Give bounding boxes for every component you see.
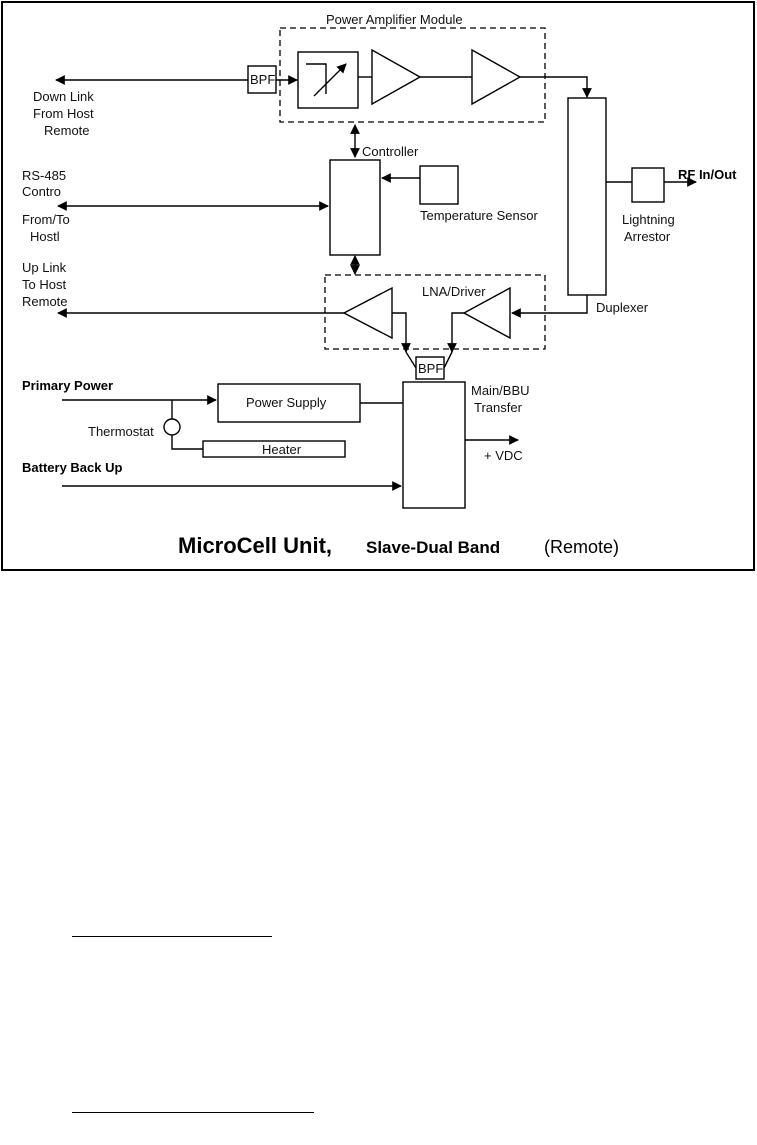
primary-power-label: Primary Power	[22, 378, 113, 393]
down-link-label-1: Down Link	[33, 89, 94, 104]
up-link-label-2: To Host	[22, 277, 66, 292]
battery-back-up-label: Battery Back Up	[22, 460, 122, 475]
diagram-subtitle-paren: (Remote)	[544, 537, 619, 557]
temperature-sensor-label: Temperature Sensor	[420, 208, 538, 223]
lna-driver-boundary	[324, 274, 546, 350]
bpf-top-box	[247, 65, 277, 94]
rule-1	[72, 936, 272, 937]
thermostat-label: Thermostat	[88, 424, 154, 439]
rule-2	[72, 1112, 314, 1113]
duplexer-to-lna-line	[511, 295, 588, 318]
bpf-top-label: BPF	[250, 72, 275, 87]
bpf-bottom-label: BPF	[418, 361, 443, 376]
up-link-label-1: Up Link	[22, 260, 67, 275]
diagram-subtitle: Slave-Dual Band	[366, 538, 500, 557]
duplexer-label: Duplexer	[596, 300, 649, 315]
controller-label: Controller	[362, 144, 419, 159]
from-to-label-1: From/To	[22, 212, 70, 227]
main-bbu-label-1: Main/BBU	[471, 383, 530, 398]
attenuator-icon	[306, 64, 346, 97]
vdc-label: + VDC	[484, 448, 523, 463]
lightning-arrestor-box	[631, 167, 665, 203]
main-bbu-box	[402, 381, 466, 509]
rs485-label-1: RS-485	[22, 168, 66, 183]
duplexer-box	[567, 97, 607, 296]
heater-box	[202, 440, 346, 458]
power-supply-label: Power Supply	[246, 395, 327, 410]
heater-label: Heater	[262, 442, 302, 457]
down-link-label-3: Remote	[44, 123, 90, 138]
up-link-label-3: Remote	[22, 294, 68, 309]
lna-2-icon	[462, 286, 511, 340]
diagram-title: MicroCell Unit,	[178, 533, 332, 558]
thermostat-icon	[163, 418, 181, 436]
rs485-label-2: Contro	[22, 184, 61, 199]
lightning-label-2: Arrestor	[624, 229, 671, 244]
main-bbu-label-2: Transfer	[474, 400, 523, 415]
rf-in-out-label: RF In/Out	[678, 167, 737, 182]
power-amplifier-module-label: Power Amplifier Module	[326, 12, 463, 27]
lightning-label-1: Lightning	[622, 212, 675, 227]
pa-to-duplexer-line	[520, 76, 592, 98]
from-to-label-2: Hostl	[30, 229, 60, 244]
attenuator-box	[297, 51, 359, 109]
power-amplifier-module-boundary	[279, 27, 546, 123]
lna-driver-label: LNA/Driver	[422, 284, 486, 299]
temperature-sensor-box	[419, 165, 459, 205]
down-link-label-2: From Host	[33, 106, 94, 121]
controller-box	[329, 159, 381, 256]
power-supply-box	[217, 383, 361, 423]
